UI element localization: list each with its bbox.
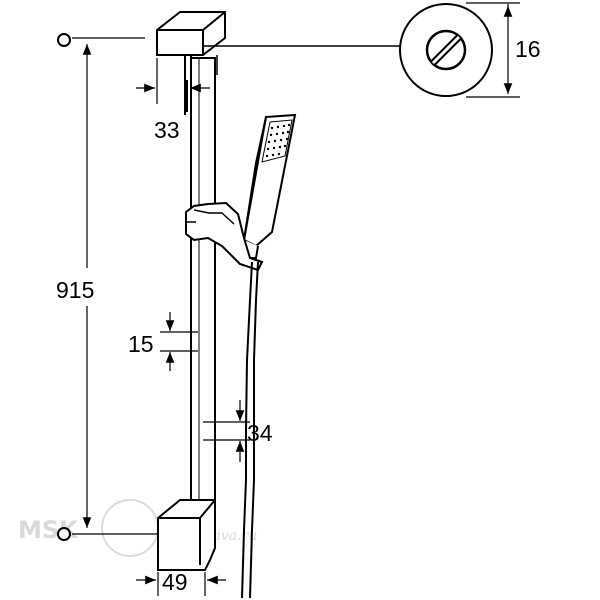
height-label: 915: [56, 277, 94, 303]
bracket-depth-dimension: 49: [136, 569, 226, 596]
height-dimension: 915: [56, 33, 160, 541]
shower-hose: [241, 261, 259, 599]
watermark-logo-icon: [101, 499, 159, 557]
slider-holder: [185, 201, 264, 272]
bracket-offset-dimension: 33: [136, 58, 210, 143]
hose-offset-dimension: 34: [203, 400, 273, 462]
spray-nozzles: [265, 123, 291, 158]
rail-width-dimension: 15: [128, 312, 198, 371]
bottom-fixing-point: [57, 527, 71, 541]
spray-face-icon: [261, 119, 293, 163]
top-fixing-point: [57, 33, 71, 47]
bracket-offset-label: 33: [154, 117, 180, 143]
rail-width-label: 15: [128, 331, 154, 357]
rail-bar: [190, 57, 216, 519]
watermark-brand: MSK: [18, 516, 79, 544]
watermark: MSK alternativa.ru: [18, 499, 257, 557]
slide-rail: [190, 57, 216, 519]
hose-offset-label: 34: [247, 420, 273, 446]
bracket-depth-label: 49: [162, 569, 188, 595]
cap-detail: 16: [203, 2, 541, 98]
hand-shower: [240, 113, 297, 259]
bottom-bracket: [157, 499, 216, 571]
cap-diameter-label: 16: [515, 36, 541, 62]
